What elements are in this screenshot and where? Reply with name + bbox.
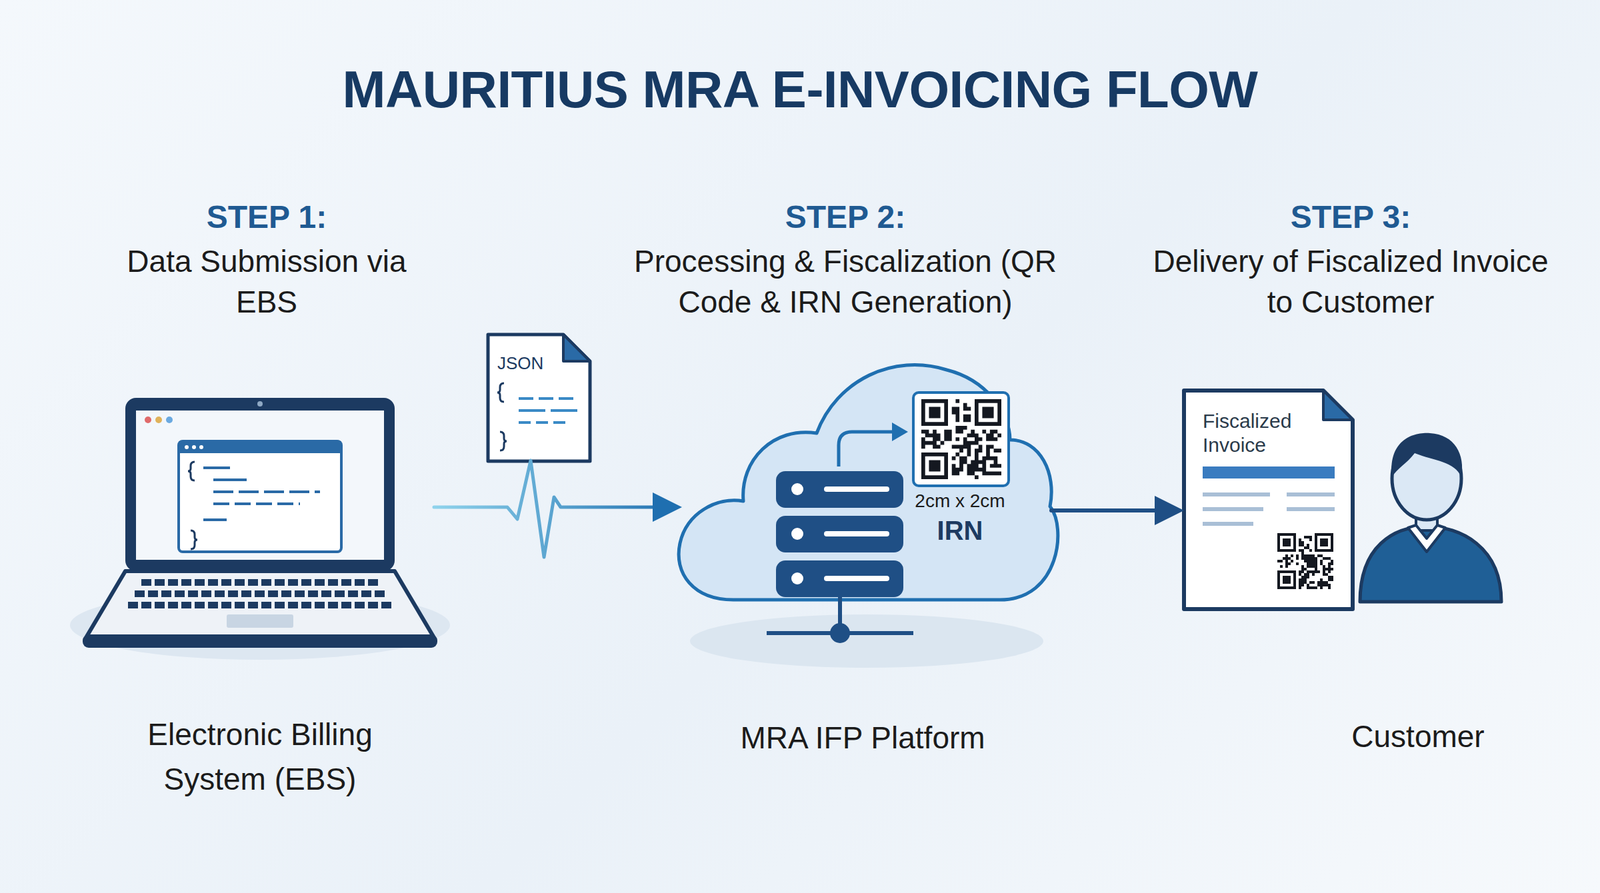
person-collar bbox=[1408, 525, 1446, 552]
step-heading: STEP 3: bbox=[1217, 198, 1484, 237]
keyboard-row bbox=[141, 579, 379, 586]
code-line bbox=[213, 502, 300, 506]
fiscalized-invoice: Fiscalized Invoice bbox=[1184, 390, 1353, 610]
server-slot bbox=[826, 531, 887, 537]
json-document: JSON bbox=[488, 334, 590, 462]
code-line bbox=[213, 490, 320, 494]
server-unit bbox=[776, 516, 904, 553]
dimension-label: 2cm x 2cm bbox=[893, 490, 1027, 513]
page-fold bbox=[563, 334, 590, 362]
window-dot bbox=[184, 445, 189, 450]
step-description: Delivery of Fiscalized Invoice to Custom… bbox=[1150, 241, 1551, 323]
brace-glyph bbox=[497, 383, 504, 402]
window-dot bbox=[144, 416, 152, 424]
qr-code bbox=[919, 397, 1004, 482]
customer-label: Customer bbox=[1284, 714, 1552, 760]
page-fold bbox=[1323, 390, 1353, 420]
laptop-lip bbox=[82, 634, 438, 648]
person-hair bbox=[1391, 433, 1462, 478]
invoice-bar bbox=[1202, 466, 1335, 479]
system-label: Electronic Billing System (EBS) bbox=[100, 712, 420, 802]
code-line bbox=[518, 409, 579, 412]
invoice-document-shape bbox=[1184, 390, 1353, 610]
billing-system-laptop: Electronic Billing System (EBS) bbox=[86, 398, 434, 648]
server-unit bbox=[776, 560, 904, 598]
code-line bbox=[213, 478, 247, 482]
qr-frame bbox=[913, 392, 1009, 486]
qr-background bbox=[919, 397, 1004, 482]
code-window-bar bbox=[178, 441, 342, 454]
window-dot bbox=[192, 445, 196, 450]
generate-arrow-head bbox=[892, 422, 908, 442]
laptop-camera bbox=[257, 401, 263, 407]
qr-modules bbox=[1277, 533, 1334, 590]
invoice-line bbox=[1286, 507, 1335, 512]
brace-glyph bbox=[190, 530, 198, 550]
invoice-line bbox=[1202, 522, 1254, 526]
code-line bbox=[518, 397, 579, 400]
server-led bbox=[791, 528, 804, 540]
server-node bbox=[830, 623, 850, 644]
cloud-shadow bbox=[690, 614, 1044, 668]
window-dot bbox=[199, 445, 204, 450]
delivery-arrow bbox=[1051, 496, 1184, 526]
qr-modules bbox=[921, 399, 1002, 480]
customer-figure: Customer bbox=[1352, 428, 1501, 602]
server-slot bbox=[826, 576, 887, 582]
brace-glyph bbox=[500, 432, 507, 451]
code-window bbox=[178, 441, 342, 552]
invoice-line bbox=[1202, 492, 1270, 497]
document-label: JSON bbox=[497, 353, 578, 374]
connector-line bbox=[1051, 508, 1158, 513]
brace-glyph bbox=[188, 462, 195, 481]
invoice-label: Fiscalized Invoice bbox=[1202, 409, 1323, 458]
laptop-lid bbox=[125, 398, 395, 572]
data-transmission-arrow bbox=[434, 460, 682, 558]
code-line bbox=[203, 518, 227, 522]
laptop-base bbox=[86, 571, 434, 637]
generate-arrow bbox=[838, 432, 894, 467]
arrow-head bbox=[652, 492, 682, 522]
laptop-screen bbox=[136, 410, 384, 560]
irn-label: IRN bbox=[893, 514, 1027, 547]
arrow-head bbox=[1154, 496, 1184, 526]
keyboard-row bbox=[128, 602, 392, 609]
server-led bbox=[791, 572, 804, 585]
window-dot bbox=[155, 416, 162, 424]
diagram-title: MAURITIUS MRA E-INVOICING FLOW bbox=[0, 58, 1600, 122]
keyboard-row bbox=[134, 590, 386, 598]
cloud-platform: 2cm x 2cmIRNMRA IFP Platform bbox=[682, 355, 1052, 613]
step-heading: STEP 2: bbox=[712, 198, 979, 237]
code-line bbox=[518, 421, 567, 424]
server-slot bbox=[826, 486, 887, 492]
platform-label: MRA IFP Platform bbox=[629, 716, 1096, 761]
cloud-shape bbox=[678, 365, 1058, 600]
step-description: Processing & Fiscalization (QR Code & IR… bbox=[615, 241, 1076, 323]
step-description: Data Submission via EBS bbox=[110, 241, 424, 323]
step-heading: STEP 1: bbox=[133, 198, 400, 237]
json-document-shape bbox=[488, 334, 590, 462]
server-led bbox=[791, 483, 804, 496]
invoice-line bbox=[1202, 507, 1264, 512]
code-line bbox=[203, 466, 230, 470]
qr-code bbox=[1275, 531, 1336, 592]
invoice-line bbox=[1286, 492, 1335, 497]
touchpad bbox=[226, 614, 294, 628]
connector-line bbox=[434, 460, 656, 558]
window-dot bbox=[166, 416, 173, 424]
server-unit bbox=[776, 471, 904, 508]
qr-background bbox=[1275, 531, 1336, 592]
